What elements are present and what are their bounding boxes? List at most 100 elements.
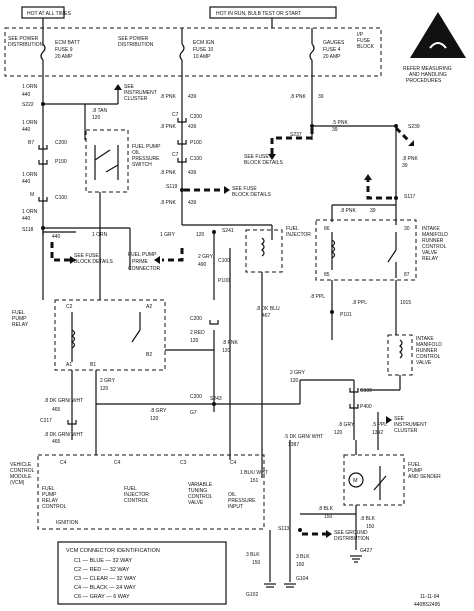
ground-symbol-g427 — [350, 555, 362, 563]
label-labels-vcm_oil_pressure-2: INPUT — [228, 504, 243, 510]
label-labels-vcm_fuel_injector-0: FUEL — [124, 486, 137, 492]
label-labels-vcm_variable_tuning-1: TUNING — [188, 488, 207, 494]
label-splices-s241: S241 — [222, 228, 234, 234]
label-pins-m: M — [30, 192, 34, 198]
label-wires-n440: 440 — [22, 179, 31, 185]
label-labels-see_fuse_block_2-1: BLOCK DETAILS — [232, 192, 271, 198]
esd-warning-icon — [410, 12, 466, 58]
label-fuses-gauges-2: 20 AMP — [323, 54, 341, 60]
label-wires-blk_3: 3 BLK — [296, 554, 310, 560]
label-pins-c4: C4 — [60, 460, 67, 466]
label-pins-c7: C7 — [172, 112, 179, 118]
label-labels-fuel_injector-1: INJECTOR — [286, 232, 311, 238]
fuse-ecm-batt: ECM BATT FUSE 9 20 AMP — [40, 28, 80, 76]
label-wires-orn_1: 1 ORN — [22, 172, 38, 178]
label-wires-n39: 39 — [370, 208, 376, 214]
label-fuses-ecm_batt-0: ECM BATT — [55, 40, 80, 46]
label-wires-n439: 439 — [188, 200, 197, 206]
label-wires-blk_3: 3 BLK — [246, 552, 260, 558]
label-splices-s118: S118 — [22, 227, 34, 233]
label-labels-vcm_fuel_pump_relay-3: CONTROL — [42, 504, 67, 510]
label-wires-n39: 39 — [318, 94, 324, 100]
label-labels-vcm_module-0: VEHICLE — [10, 462, 32, 468]
fuel-injector: FUEL INJECTOR — [245, 226, 311, 273]
label-connectors-c200: C200 — [190, 316, 202, 322]
label-connectors-p100: P100 — [218, 278, 230, 284]
label-vcm_table-rows-2: C3 — CLEAR — 32 WAY — [74, 576, 136, 582]
label-wires-n120: 120 — [196, 232, 205, 238]
label-wires-n150: 150 — [324, 514, 333, 520]
label-connectors-p100: P100 — [55, 159, 67, 165]
label-pins-a2: A2 — [146, 304, 152, 310]
label-wires-n150: 150 — [296, 562, 305, 568]
label-vcm_table-title: VCM CONNECTOR IDENTIFICATION — [66, 548, 160, 554]
label-pins-a1: A1 — [66, 362, 72, 368]
label-pins-c4: C4 — [230, 460, 237, 466]
power-dist-mid-2: DISTRIBUTION — [118, 42, 154, 48]
label-labels-see_instrument_cluster_2-0: SEE — [394, 416, 405, 422]
footer-date: 11-11-94 — [420, 594, 439, 600]
label-labels-fuel_pump_oil_switch-0: FUEL PUMP — [132, 144, 161, 150]
label-labels-see_fuse_block_2-0: SEE FUSE — [232, 186, 257, 192]
label-connectors-c200: C200 — [190, 394, 202, 400]
label-connectors-c100: C100 — [55, 195, 67, 201]
label-wires-blk_wht_1: 1 BLK/ WHT — [240, 470, 268, 476]
ground-symbol-g102 — [264, 583, 276, 588]
label-labels-intake_runner_relay-5: RELAY — [422, 256, 439, 262]
label-labels-vcm_fuel_pump_relay-1: PUMP — [42, 492, 57, 498]
label-labels-fuel_pump_prime-2: CONNECTOR — [128, 266, 161, 272]
fuel-pump-and-sender: M FUEL PUMP AND SENDER — [343, 454, 441, 506]
label-wires-n150: 150 — [252, 560, 261, 566]
label-wires-pnk_8: .8 PNK — [160, 200, 177, 206]
label-wires-n120: 120 — [92, 115, 101, 121]
label-wires-pnk_8: .8 PNK — [402, 156, 419, 162]
label-labels-fuel_pump_prime-1: PRIME — [132, 259, 149, 265]
label-vcm_table-rows-3: C4 — BLACK — 24 WAY — [74, 585, 136, 591]
label-connectors-p100: P100 — [190, 140, 202, 146]
label-pins-n86: 86 — [324, 226, 330, 232]
label-wires-n120: 120 — [190, 338, 199, 344]
splice-s222: S222 — [22, 102, 34, 108]
label-splices-s117: S117 — [404, 194, 416, 200]
label-labels-intake_runner_valve-0: INTAKE — [416, 336, 434, 342]
label-pins-c3: C3 — [180, 460, 187, 466]
label-wires-pnk_8: .8 PNK — [160, 94, 177, 100]
label-connectors-c100: C100 — [190, 156, 202, 162]
fuel-pump-relay: C2 A2 A1 B2 B1 FUEL PUMP RELAY — [12, 299, 166, 371]
label-wires-gry_2: 2 GRY — [290, 370, 306, 376]
label-labels-vcm_fuel_pump_relay-0: FUEL — [42, 486, 55, 492]
label-wires-pnk_8: .8 PNK — [222, 340, 239, 346]
label-wires-pnk_8: .8 PNK — [290, 94, 307, 100]
label-wires-n439: 439 — [188, 124, 197, 130]
label-wires-n1015: 1015 — [400, 300, 411, 306]
label-wires-n120: 120 — [334, 430, 343, 436]
label-connectors-c217: C217 — [40, 418, 52, 424]
hot-at-all-times-label: HOT AT ALL TIMES — [27, 11, 72, 17]
label-labels-intake_runner_relay-0: INTAKE — [422, 226, 440, 232]
label-pins-g7: G7 — [190, 410, 197, 416]
label-fuses-ecm_ign-0: ECM IGN — [193, 40, 215, 46]
label-fuses-ecm_ign-2: 10 AMP — [193, 54, 211, 60]
label-labels-intake_runner_relay-2: RUNNER — [422, 238, 444, 244]
label-labels-vcm_oil_pressure-0: OIL — [228, 492, 236, 498]
label-splices-s119: S119 — [166, 184, 178, 190]
label-wires-n150: 150 — [366, 524, 375, 530]
label-vcm_table-rows-1: C2 — RED — 32 WAY — [74, 567, 130, 573]
label-labels-fuel_pump_oil_switch-3: SWITCH — [132, 162, 152, 168]
label-wires-dk_grn_wht_8: .8 DK GRN/ WHT — [44, 398, 83, 404]
label-connectors-c200: C200 — [190, 114, 202, 120]
label-fuses-ecm_ign-1: FUSE 10 — [193, 47, 214, 53]
label-fuses-ecm_batt-1: FUSE 9 — [55, 47, 73, 53]
label-wires-pnk_8: .8 PNK — [340, 208, 357, 214]
label-labels-intake_runner_valve-3: CONTROL — [416, 354, 441, 360]
label-labels-vcm_variable_tuning-0: VARIABLE — [188, 482, 213, 488]
label-wires-dk_grn_wht_8: .8 DK GRN/ WHT — [44, 432, 83, 438]
label-labels-intake_runner_valve-1: MANIFOLD — [416, 342, 442, 348]
label-wires-gry_2: 2 GRY — [198, 254, 214, 260]
label-pins-b7: B7 — [28, 140, 34, 146]
label-splices-s237: S237 — [290, 132, 302, 138]
fuse-ecm-ign: ECM IGN FUSE 10 10 AMP — [179, 28, 215, 76]
label-labels-vcm_module-2: MODULE — [10, 474, 32, 480]
fuse-block-line2: FUSE — [357, 38, 371, 44]
